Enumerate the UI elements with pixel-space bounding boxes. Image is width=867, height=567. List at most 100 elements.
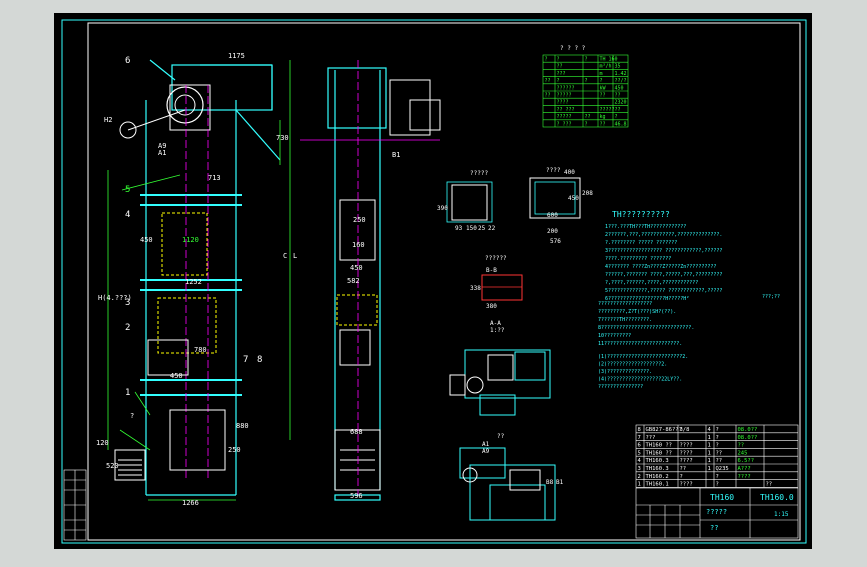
parts-cell: TH160.1: [646, 482, 669, 488]
section-b-dim-600: 600: [547, 212, 558, 219]
parts-cell: 4: [638, 458, 642, 464]
side-view: B1 250 160 450 582 688 596: [300, 60, 441, 501]
parameter-cell: ???: [557, 71, 566, 77]
parts-cell: 1: [708, 443, 711, 449]
section-b: ???? 400 208 450 600 200 576: [529, 167, 593, 245]
dim-450-bottom: 450: [170, 372, 183, 380]
dim-1120: 1120: [182, 236, 199, 244]
parts-cell: ??: [766, 482, 773, 488]
section-b-dim-576: 576: [550, 238, 561, 245]
section-a-dim-25: 25: [478, 225, 486, 232]
note-line: 4??????? ????Zn????Z?????Zn??????????: [605, 264, 716, 270]
note-sub-line: ?????????,Z?T(???)SH?(??).: [598, 309, 676, 315]
front-view: 6 5 4 3 2 1 7 8 ? 1175 H2 A9 A1 713 730 …: [96, 52, 297, 507]
part-label-q: ?: [130, 412, 134, 420]
part-label-2: 2: [125, 323, 130, 333]
note-sub-line: 7??????TH????????.: [598, 317, 652, 323]
inner-frame: [87, 22, 801, 541]
parts-cell: ?: [716, 427, 719, 433]
parts-cell: 1: [708, 435, 711, 441]
section-c-title: ??????: [485, 255, 507, 262]
dim-1266: 1266: [182, 499, 199, 507]
note-line: ?.???????? ????? ???????: [605, 240, 677, 246]
title-block: TH160 TH160.0 ????? ?? 1:15: [635, 487, 799, 539]
parameter-cell: 46.8: [615, 121, 627, 127]
parts-cell: ????: [680, 458, 693, 464]
parameter-cell: ?: [557, 57, 560, 63]
side-title-strip: [63, 469, 87, 541]
side-dim-582: 582: [347, 277, 360, 285]
drive-dim-b8: B8: [546, 479, 554, 486]
parts-cell: 3/8: [680, 427, 690, 433]
dim-a1: A1: [158, 149, 166, 157]
parameter-cell: ? ???: [557, 121, 572, 127]
parameter-cell: ?: [600, 78, 603, 84]
parameter-cell: ?: [615, 114, 618, 120]
note-line: 2??????,???,???????????,??????????????.: [605, 232, 722, 238]
note-line: 3?????????????????? ????????????,??????: [605, 248, 722, 254]
drive-dim-b1: B1: [556, 479, 564, 486]
side-dim-160: 160: [352, 241, 365, 249]
title-block-sheet: ??: [710, 524, 718, 532]
drive-dim-a9: A9: [482, 448, 490, 455]
section-a: ????? 390 93 150 25 22: [437, 170, 496, 232]
side-dim-596: 596: [350, 492, 363, 500]
title-block-subtitle: ?????: [706, 508, 727, 516]
parameter-cell: ??: [600, 93, 606, 99]
parts-cell: TH160.3: [646, 466, 669, 472]
section-a-dim-390: 390: [437, 205, 448, 212]
title-block-name: TH160: [710, 493, 734, 502]
parts-cell: ?: [716, 443, 719, 449]
drive-dim-a1: A1: [482, 441, 490, 448]
parts-cell: GB827-86???: [646, 427, 682, 433]
parts-cell: A???: [738, 466, 751, 472]
parts-cell: ??: [716, 450, 723, 456]
title-block-code: TH160.0: [760, 493, 794, 502]
parameter-cell: ?: [585, 57, 588, 63]
part-label-4: 4: [125, 210, 130, 220]
notes-title: TH??????????: [612, 210, 670, 219]
parts-cell: 3: [638, 466, 641, 472]
parts-cell: 1: [708, 466, 711, 472]
drive-view-bottom-title: ??: [497, 433, 505, 440]
side-dim-688: 688: [350, 428, 363, 436]
note-line: 1???.???TH???TH????????????: [605, 224, 686, 230]
drive-view-top-note: 1:??: [490, 327, 505, 334]
part-label-3: 3: [125, 298, 130, 308]
title-block-scale: 1:15: [774, 511, 789, 518]
section-c-label: B-B: [486, 267, 497, 274]
part-label-1: 1: [125, 388, 130, 398]
parameter-cell: ?????: [557, 114, 572, 120]
parts-cell: 6: [638, 443, 641, 449]
parts-cell: ??: [738, 443, 745, 449]
parts-cell: 1: [708, 458, 711, 464]
drive-view-top-title: A-A: [490, 320, 501, 327]
parameter-table-title: ? ? ? ?: [560, 45, 586, 52]
parts-cell: ????: [680, 443, 693, 449]
parts-cell: 1: [708, 450, 711, 456]
note-sub-line: (3)??????????????.: [598, 369, 652, 375]
note-sub-line: 10?????????: [598, 333, 631, 339]
parts-cell: ????: [680, 450, 693, 456]
parameter-cell: 35: [615, 64, 621, 70]
parameter-cell: ?? ???: [557, 107, 575, 113]
parts-cell: ??: [716, 458, 723, 464]
parts-cell: 7: [638, 435, 641, 441]
note-sub-line: (2)??????????????????2.: [598, 362, 667, 368]
parameter-cell: ?: [585, 121, 588, 127]
technical-notes: TH?????????? 1???.???TH???TH????????????…: [598, 210, 780, 390]
parameter-cell: ?: [545, 57, 548, 63]
note-line: ????.????????? ???????: [605, 256, 671, 262]
dim-h2: H2: [104, 116, 112, 124]
parameter-cell: TH 160: [600, 57, 618, 63]
parameter-cell: kg: [600, 114, 606, 120]
section-b-dim-400: 400: [564, 169, 575, 176]
part-label-8: 8: [257, 355, 262, 365]
section-c-dim-338: 338: [470, 285, 481, 292]
parameter-cell: m: [600, 71, 603, 77]
dim-a9: A9: [158, 142, 166, 150]
parameter-cell: ??: [615, 93, 621, 99]
parameter-cell: ??: [545, 78, 551, 84]
